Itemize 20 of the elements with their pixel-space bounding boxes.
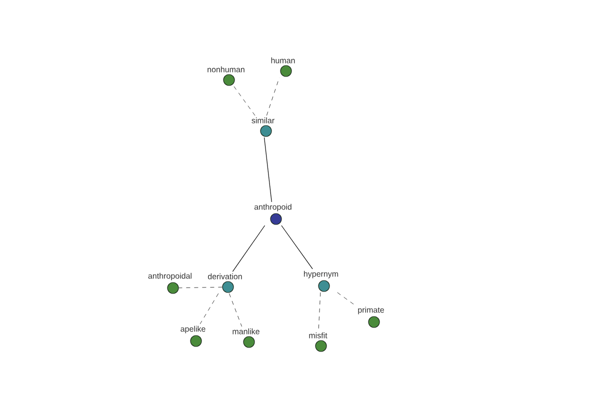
node-label: derivation [208, 273, 242, 280]
connector-line [234, 86, 256, 116]
node-label: misfit [309, 332, 328, 338]
connector-line [264, 137, 272, 202]
node-label: similar [252, 117, 274, 124]
connector-line [232, 225, 266, 272]
connector-line [337, 292, 356, 306]
connector-line [318, 292, 321, 331]
connector-line [281, 225, 313, 270]
connector-line [200, 293, 219, 324]
node-label: nonhuman [208, 66, 244, 72]
node-label: hypernym [304, 270, 338, 278]
node-label: human [271, 57, 295, 64]
connector-line [229, 293, 242, 327]
node-label: anthropoidal [148, 272, 192, 280]
node-label: apelike [180, 326, 206, 334]
node-label: manlike [232, 328, 260, 334]
connector-line [178, 286, 222, 288]
node-label: anthropoid [254, 204, 292, 212]
node-label: primate [358, 306, 384, 314]
